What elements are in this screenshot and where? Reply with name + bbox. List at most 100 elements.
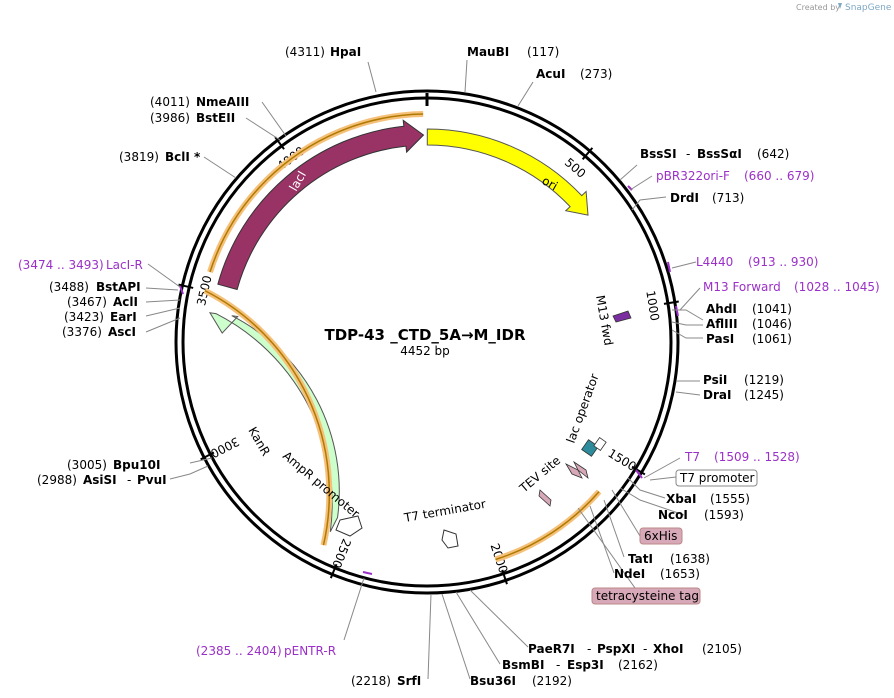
site-psii[interactable]: PsiI (1219): [703, 373, 784, 387]
kanr-label: KanR: [245, 425, 273, 459]
primer-range: (1028 .. 1045): [794, 280, 880, 294]
t7-promoter-box[interactable]: T7 promoter: [675, 469, 758, 487]
ori-label: ori: [540, 173, 561, 193]
site-pos: (713): [712, 191, 744, 205]
orf-core-line: [266, 113, 424, 181]
site-srfi[interactable]: (2218) SrfI: [351, 674, 421, 688]
site-ncoi[interactable]: NcoI (1593): [658, 508, 744, 522]
tetracysteine-box[interactable]: tetracysteine tag: [591, 587, 701, 605]
site-pos: (3819): [119, 150, 159, 164]
site-pos: (3005): [67, 458, 107, 472]
tev-site-arrows[interactable]: [564, 460, 589, 480]
site-pos: (3376): [62, 325, 102, 339]
site-drdi[interactable]: DrdI (713): [670, 191, 744, 205]
site-name: AhdI: [706, 302, 737, 316]
site-acui[interactable]: AcuI (273): [536, 67, 612, 81]
site-pos: (2192): [532, 674, 572, 688]
site-name: AscI: [108, 325, 136, 339]
primer-range: (2385 .. 2404): [196, 644, 282, 658]
site-maubi[interactable]: MauBI (117): [467, 45, 559, 59]
m13-fwd-arrow[interactable]: [612, 310, 632, 323]
site-pos: (1061): [752, 332, 792, 346]
site-name2: BssSαI: [697, 147, 742, 161]
site-pos: (3986): [150, 111, 190, 125]
tick-label: 3000: [208, 434, 242, 460]
t7-terminator-icon[interactable]: [441, 529, 459, 549]
site-pos: (2105): [702, 642, 742, 656]
primer-pentr-r[interactable]: (2385 .. 2404) pENTR-R: [196, 644, 336, 658]
site-bstapi[interactable]: (3488) BstAPI: [49, 280, 141, 294]
site-bsssi[interactable]: BssSI - BssSαI (642): [640, 147, 789, 161]
primer-m13-forward[interactable]: M13 Forward (1028 .. 1045): [703, 280, 880, 294]
site-name2: PvuI: [137, 473, 167, 487]
site-bsmbi[interactable]: BsmBI - Esp3I (2162): [502, 658, 658, 672]
site-name: BstEII: [196, 111, 235, 125]
primer-name: L4440: [696, 255, 733, 269]
ampr-promoter-arrow[interactable]: [335, 515, 363, 537]
leader-lines: [145, 59, 704, 680]
site-asisi[interactable]: (2988) AsiSI - PvuI: [37, 473, 167, 487]
site-sep2: -: [643, 642, 647, 656]
tick-label: 3500: [194, 274, 215, 307]
primer-pbr322ori-f[interactable]: pBR322ori-F (660 .. 679): [656, 169, 814, 183]
orf-core-line: [204, 289, 331, 546]
site-eari[interactable]: (3423) EarI: [64, 310, 137, 324]
tick-mark: [274, 136, 285, 150]
site-aflIII[interactable]: AflIII (1046): [706, 317, 792, 331]
site-name: Bpu10I: [113, 458, 160, 472]
primer-name: pENTR-R: [284, 644, 336, 658]
primer-laci-r[interactable]: (3474 .. 3493) LacI-R: [18, 258, 143, 272]
site-acli[interactable]: (3467) AclI: [67, 295, 138, 309]
site-pos: (1041): [752, 302, 792, 316]
laci-feature[interactable]: [217, 119, 425, 291]
site-pos: (1046): [752, 317, 792, 331]
site-name: TatI: [628, 552, 653, 566]
site-name: NcoI: [658, 508, 688, 522]
ori-feature[interactable]: [426, 128, 589, 216]
site-pos: (273): [580, 67, 612, 81]
site-bsteii[interactable]: (3986) BstEII: [150, 111, 235, 125]
primer-t7[interactable]: T7 (1509 .. 1528): [684, 450, 800, 464]
primer-name: M13 Forward: [703, 280, 781, 294]
site-paer7i[interactable]: PaeR7I - PspXI - XhoI (2105): [528, 642, 742, 656]
site-xbai[interactable]: XbaI (1555): [666, 492, 750, 506]
site-ndei[interactable]: NdeI (1653): [614, 567, 700, 581]
primer-range: (3474 .. 3493): [18, 258, 104, 272]
site-name: HpaI: [330, 45, 361, 59]
site-ahdi[interactable]: AhdI (1041): [706, 302, 792, 316]
site-nmeaiii[interactable]: (4011) NmeAIII: [150, 95, 249, 109]
site-pos: (3488): [49, 280, 89, 294]
site-pos: (3467): [67, 295, 107, 309]
site-pos: (4011): [150, 95, 190, 109]
site-asci[interactable]: (3376) AscI: [62, 325, 136, 339]
site-bpu10i[interactable]: (3005) Bpu10I: [67, 458, 160, 472]
site-name2: PspXI: [597, 642, 635, 656]
site-bsu36i[interactable]: Bsu36I (2192): [470, 674, 572, 688]
site-pos: (1245): [744, 388, 784, 402]
site-sep: -: [587, 642, 591, 656]
site-sep: -: [686, 147, 690, 161]
site-drai[interactable]: DraI (1245): [703, 388, 784, 402]
site-name: Bsu36I: [470, 674, 516, 688]
lac-operator-box[interactable]: [581, 437, 607, 457]
site-name: PaeR7I: [528, 642, 575, 656]
site-name: BstAPI: [96, 280, 141, 294]
primer-l4440[interactable]: L4440 (913 .. 930): [696, 255, 818, 269]
orf-core-line: [209, 179, 268, 273]
tick-label: 2500: [329, 537, 353, 571]
primer-range: (660 .. 679): [744, 169, 814, 183]
site-name2: Esp3I: [567, 658, 604, 672]
site-pos: (1653): [660, 567, 700, 581]
site-bcli[interactable]: (3819) BclI *: [119, 150, 201, 164]
site-pos: (642): [757, 147, 789, 161]
site-pos: (1593): [704, 508, 744, 522]
site-name: AclI: [113, 295, 138, 309]
site-pasi[interactable]: PasI (1061): [706, 332, 792, 346]
orf-core-line: [495, 491, 600, 561]
his6-box[interactable]: 6xHis: [639, 527, 683, 545]
tetracysteine-arrow[interactable]: [538, 489, 552, 507]
site-tati[interactable]: TatI (1638): [628, 552, 710, 566]
tick-mark: [501, 569, 508, 585]
site-hpai[interactable]: (4311) HpaI: [285, 45, 361, 59]
